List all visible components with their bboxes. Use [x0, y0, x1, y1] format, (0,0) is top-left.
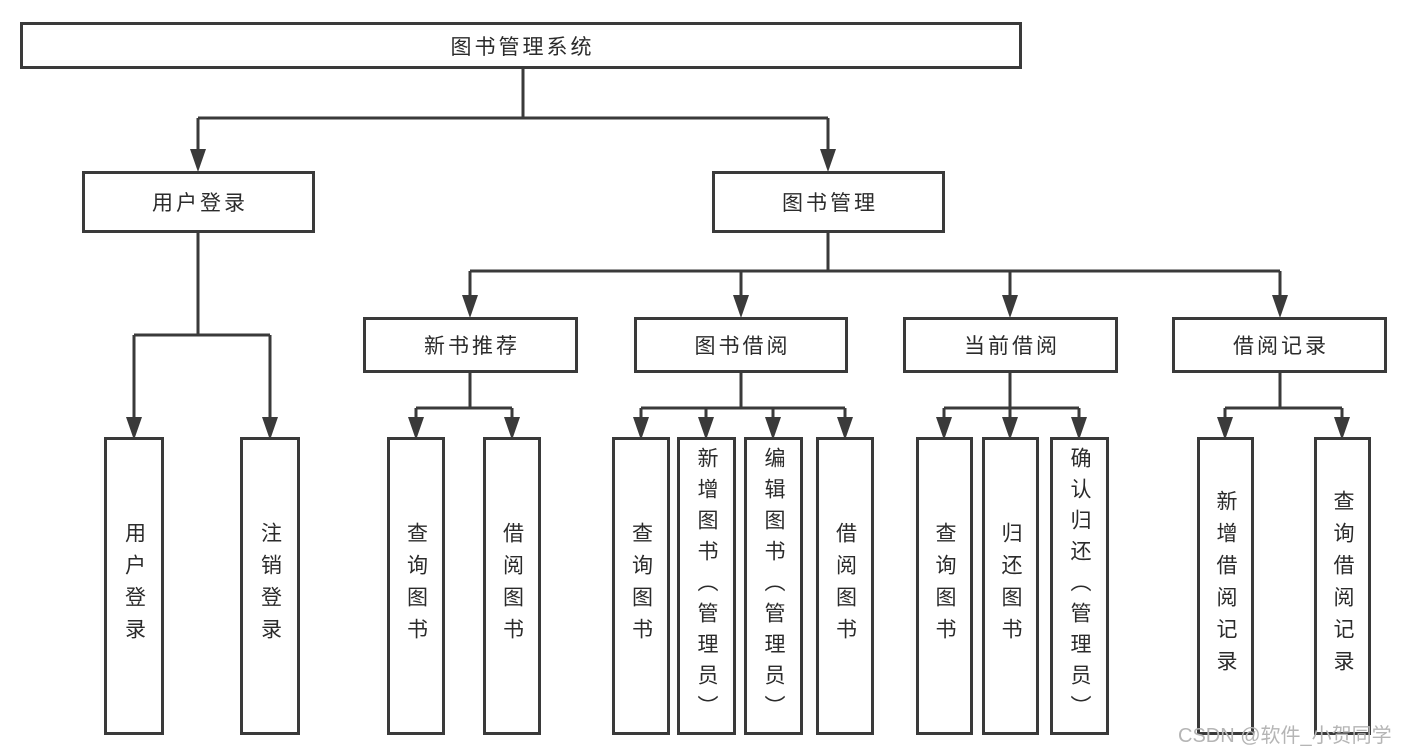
- node-label: 新增借阅记录: [1214, 490, 1237, 682]
- connector-records-to-leaves: [1223, 373, 1344, 436]
- node-label: 借阅图书: [500, 522, 524, 650]
- node-library-management-system: 图书管理系统: [20, 22, 1022, 69]
- connector-borrowing-to-leaves: [639, 373, 847, 436]
- node-label: 归还图书: [999, 522, 1022, 650]
- node-label: 查询图书: [629, 522, 653, 650]
- node-new-book-recommendation: 新书推荐: [363, 317, 578, 373]
- connector-bookmgmt-to-level3: [468, 233, 1282, 314]
- node-user-login: 用户登录: [82, 171, 315, 233]
- csdn-watermark: CSDN @软件_小贺同学: [1178, 725, 1392, 747]
- node-label: 图书管理系统: [450, 35, 595, 59]
- node-label: 当前借阅: [964, 335, 1060, 358]
- node-label: 查询借阅记录: [1331, 490, 1354, 682]
- node-label: 用户登录: [122, 522, 146, 650]
- node-leaf-logout: 注销登录: [240, 437, 300, 735]
- node-leaf-add-books-admin: 新增图书（管理员）: [677, 437, 736, 735]
- connector-newbooks-to-leaves: [414, 373, 514, 436]
- node-leaf-search-books-3: 查询图书: [916, 437, 973, 735]
- node-leaf-add-borrow-record: 新增借阅记录: [1197, 437, 1254, 735]
- node-book-borrowing: 图书借阅: [634, 317, 848, 373]
- node-leaf-edit-books-admin: 编辑图书（管理员）: [744, 437, 803, 735]
- connector-userlogin-to-leaves: [132, 233, 272, 436]
- node-label: 查询图书: [933, 522, 956, 650]
- node-label: 注销登录: [258, 522, 282, 650]
- node-leaf-confirm-return-admin: 确认归还（管理员）: [1050, 437, 1109, 735]
- node-label: 借阅记录: [1233, 335, 1329, 358]
- node-label: 图书管理: [782, 192, 878, 215]
- connector-root-to-level2: [196, 69, 830, 168]
- node-leaf-return-books: 归还图书: [982, 437, 1039, 735]
- node-label: 图书借阅: [694, 335, 791, 358]
- node-current-borrowing: 当前借阅: [903, 317, 1118, 373]
- node-book-management: 图书管理: [712, 171, 945, 233]
- node-label: 编辑图书（管理员）: [762, 446, 785, 726]
- node-label: 查询图书: [404, 522, 428, 650]
- node-label: 确认归还（管理员）: [1068, 446, 1091, 726]
- node-leaf-search-books-2: 查询图书: [612, 437, 670, 735]
- node-leaf-search-borrow-record: 查询借阅记录: [1314, 437, 1371, 735]
- node-label: 新书推荐: [424, 335, 520, 358]
- node-leaf-search-books-1: 查询图书: [387, 437, 445, 735]
- node-leaf-borrow-books-1: 借阅图书: [483, 437, 541, 735]
- node-borrowing-records: 借阅记录: [1172, 317, 1387, 373]
- node-leaf-user-login: 用户登录: [104, 437, 164, 735]
- node-leaf-borrow-books-2: 借阅图书: [816, 437, 874, 735]
- node-label: 用户登录: [152, 192, 248, 215]
- node-label: 借阅图书: [833, 522, 857, 650]
- node-label: 新增图书（管理员）: [695, 446, 718, 726]
